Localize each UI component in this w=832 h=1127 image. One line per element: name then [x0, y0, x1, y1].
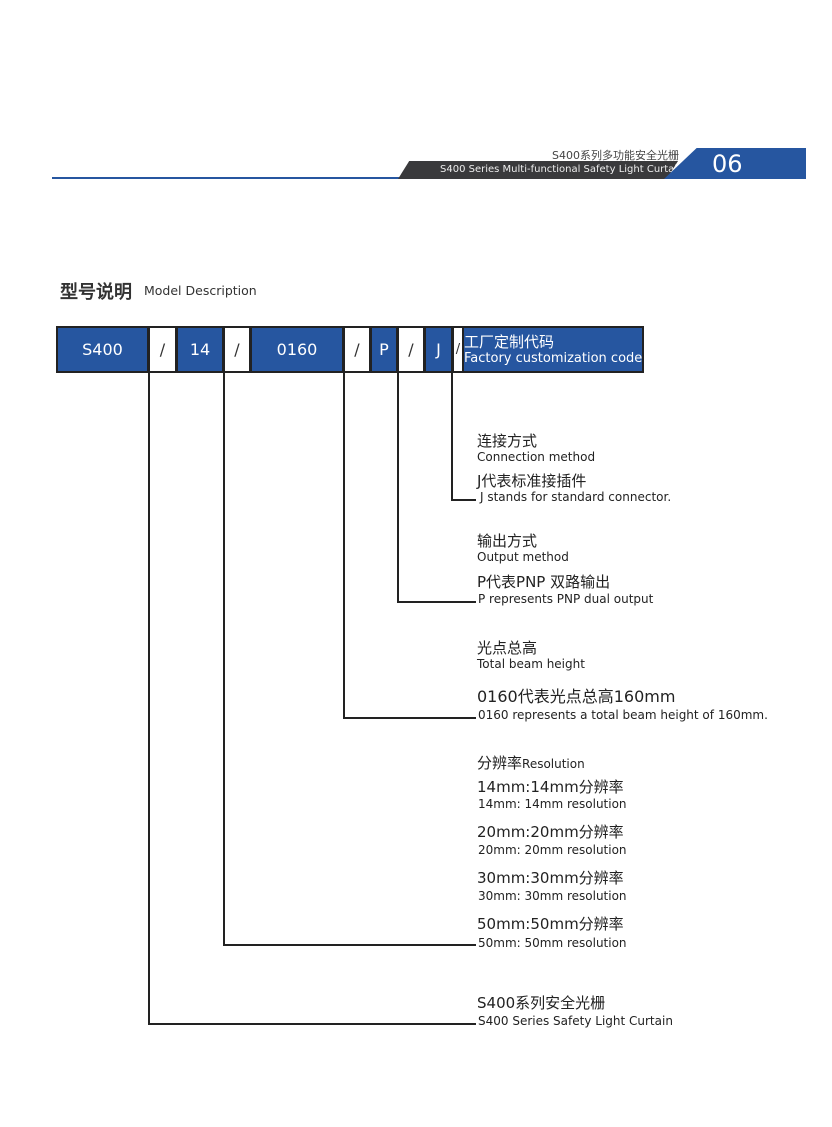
resolution-item-en: 14mm: 14mm resolution [478, 797, 627, 811]
code-connection: J [426, 328, 451, 371]
height-desc-cn: 0160代表光点总高160mm [477, 687, 676, 706]
connection-title-cn: 连接方式 [477, 432, 538, 450]
connector-line-resolution [223, 944, 476, 946]
resolution-item-cn: 14mm:14mm分辨率 [477, 778, 624, 796]
height-desc-en: 0160 represents a total beam height of 1… [478, 708, 768, 722]
code-series: S400 [58, 328, 147, 371]
output-title-cn: 输出方式 [477, 532, 538, 550]
resolution-item-cn: 20mm:20mm分辨率 [477, 823, 624, 841]
resolution-item-en: 30mm: 30mm resolution [478, 889, 627, 903]
header-dark-band [398, 161, 678, 179]
model-code-bar: S400 / 14 / 0160 / P / J / 工厂定制代码 Factor… [56, 326, 644, 373]
output-desc-en: P represents PNP dual output [478, 592, 654, 606]
connector-line-j [451, 499, 476, 501]
connector-line-resolution [223, 372, 225, 946]
resolution-item-cn: 50mm:50mm分辨率 [477, 915, 624, 933]
section-title-cn: 型号说明 [60, 282, 132, 303]
resolution-title: 分辨率Resolution [477, 752, 585, 773]
connector-line-series [148, 372, 150, 1025]
page-number: 06 [712, 150, 743, 178]
code-output: P [372, 328, 396, 371]
section-title-en: Model Description [144, 283, 257, 298]
factory-cn: 工厂定制代码 [464, 332, 555, 351]
header-series-cn: S400系列多功能安全光栅 [552, 149, 679, 162]
output-desc-cn: P代表PNP 双路输出 [477, 573, 611, 591]
connector-line-p [397, 601, 476, 603]
connector-line-series [148, 1023, 476, 1025]
resolution-title-cn: 分辨率 [477, 754, 523, 772]
resolution-item-cn: 30mm:30mm分辨率 [477, 869, 624, 887]
height-title-cn: 光点总高 [477, 639, 538, 657]
connection-title-en: Connection method [477, 450, 596, 464]
series-cn: S400系列安全光栅 [477, 994, 606, 1012]
connector-line-height [343, 717, 476, 719]
resolution-item-en: 20mm: 20mm resolution [478, 843, 627, 857]
code-separator: / [150, 328, 175, 371]
code-factory: 工厂定制代码 Factory customization code [464, 328, 642, 371]
connection-desc-en: J stands for standard connector. [480, 490, 672, 504]
header-rule [52, 177, 402, 179]
factory-en: Factory customization code [464, 350, 643, 366]
resolution-title-en: Resolution [522, 757, 585, 771]
connector-line-height [343, 372, 345, 719]
connection-desc-cn: J代表标准接插件 [477, 472, 587, 490]
code-separator: / [225, 328, 249, 371]
header-series-en: S400 Series Multi-functional Safety Ligh… [440, 164, 684, 175]
height-title-en: Total beam height [477, 657, 585, 671]
output-title-en: Output method [477, 550, 569, 564]
code-separator: / [454, 328, 462, 371]
resolution-item-en: 50mm: 50mm resolution [478, 936, 627, 950]
connector-line-p [397, 372, 399, 603]
code-height: 0160 [252, 328, 342, 371]
code-separator: / [399, 328, 423, 371]
code-resolution: 14 [178, 328, 222, 371]
code-separator: / [345, 328, 369, 371]
connector-line-j [451, 372, 453, 501]
series-en: S400 Series Safety Light Curtain [478, 1014, 673, 1028]
